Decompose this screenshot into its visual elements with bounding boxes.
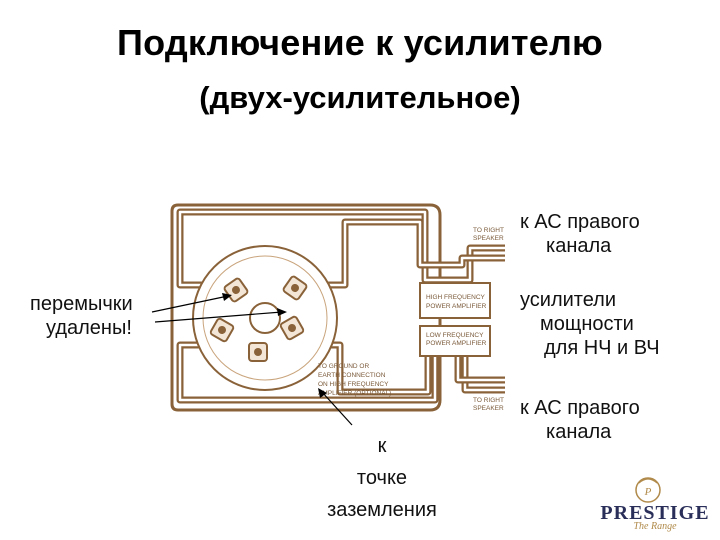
right-speaker-bottom-note: к АС правого канала [520,397,640,443]
hf-amp-label-1: HIGH FREQUENCY [426,294,486,301]
hf-amplifier-box [419,282,491,319]
jumper-pointer-line-1 [151,295,229,313]
jumpers-removed-note: перемычки удалены! [30,293,133,339]
logo-wordmark: PRESTIGE The Range [600,502,710,532]
ground-post-icon [248,342,268,362]
ground-conn-label-4: AMPLIFIER (OPTIONAL) [318,390,391,397]
ground-conn-label-2: EARTH CONNECTION [318,372,386,379]
lf-amp-label-2: POWER AMPLIFIER [426,340,487,347]
to-speaker-bottom-label-2: SPEAKER [473,405,504,412]
ground-pointer-line [321,391,353,426]
to-speaker-top-label-2: SPEAKER [473,235,504,242]
jumper-pointer-line-2 [154,311,283,323]
ground-conn-label-1: TO GROUND OR [318,363,369,370]
ground-conn-label-3: ON HIGH FREQUENCY [318,381,389,388]
right-speaker-top-note: к АС правого канала [520,211,640,257]
lf-amp-label-1: LOW FREQUENCY [426,332,484,339]
svg-text:P: P [644,486,652,498]
center-hub-icon [249,302,281,334]
to-speaker-top-label-1: TO RIGHT [473,227,504,234]
binding-post-icon [279,315,305,341]
amplifiers-note: усилители мощности для НЧ и ВЧ [520,289,660,359]
lf-amplifier-box [419,325,491,357]
to-speaker-bottom-label-1: TO RIGHT [473,397,504,404]
ground-point-note: к точке заземления [327,435,437,521]
page-subtitle: (двух-усилительное) [199,80,521,115]
hf-amp-label-2: POWER AMPLIFIER [426,303,487,310]
binding-post-icon [209,317,235,343]
prestige-logo: P [635,477,661,503]
binding-post-icon [282,275,308,301]
terminal-plate-outline [170,203,442,412]
page-title: Подключение к усилителю [117,22,603,63]
